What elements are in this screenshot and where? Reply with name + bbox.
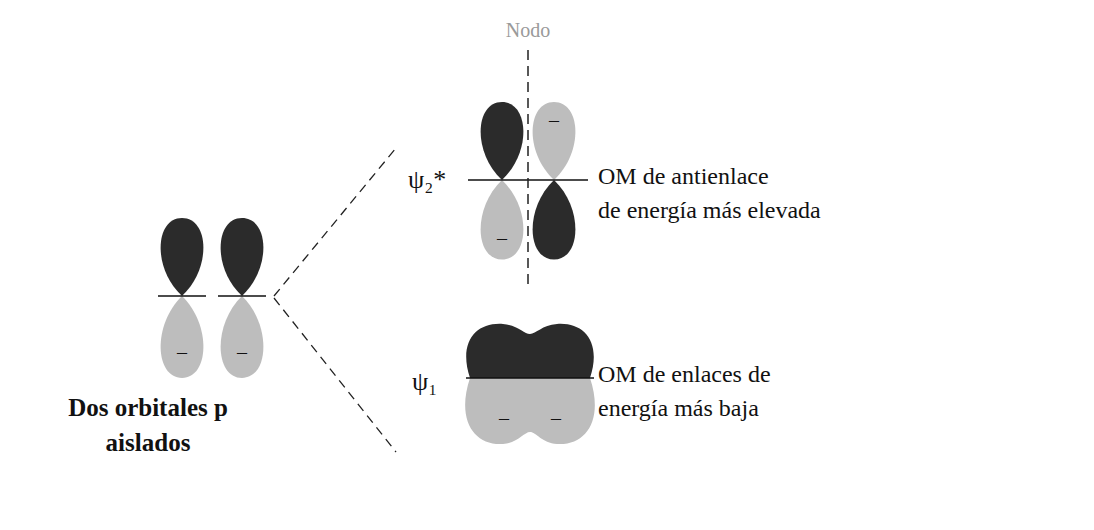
correlation-line xyxy=(274,298,396,452)
correlation-line xyxy=(274,148,396,296)
phase-sign: – xyxy=(177,338,187,366)
dark-lobe xyxy=(161,218,204,296)
light-lobe xyxy=(533,102,576,180)
antibonding-orbital xyxy=(468,50,588,284)
orbital-symbol: ψ₁ xyxy=(412,364,437,400)
dark-lobe xyxy=(481,102,524,180)
phase-sign: – xyxy=(497,224,507,252)
node-label: Nodo xyxy=(506,16,550,44)
isolated-p-orbitals xyxy=(158,218,266,378)
light-lobe xyxy=(465,378,595,444)
light-lobe xyxy=(161,296,204,378)
dark-lobe xyxy=(466,324,594,378)
phase-sign: – xyxy=(499,404,509,432)
group-caption: Dos orbitales p aislados xyxy=(68,390,228,460)
orbital-symbol: ψ₂* xyxy=(408,162,446,198)
axis-line xyxy=(466,377,594,379)
orbital-description: OM de antienlace de energía más elevada xyxy=(598,160,821,227)
orbital-description: OM de enlaces de energía más baja xyxy=(598,358,771,425)
phase-sign: – xyxy=(551,404,561,432)
light-lobe xyxy=(481,180,524,260)
phase-sign: – xyxy=(549,106,559,134)
phase-sign: – xyxy=(237,338,247,366)
bonding-orbital xyxy=(465,324,595,444)
axis-line xyxy=(218,295,266,297)
node-plane xyxy=(527,50,529,284)
dark-lobe xyxy=(533,180,576,260)
light-lobe xyxy=(221,296,264,378)
dark-lobe xyxy=(221,218,264,296)
axis-line xyxy=(158,295,206,297)
